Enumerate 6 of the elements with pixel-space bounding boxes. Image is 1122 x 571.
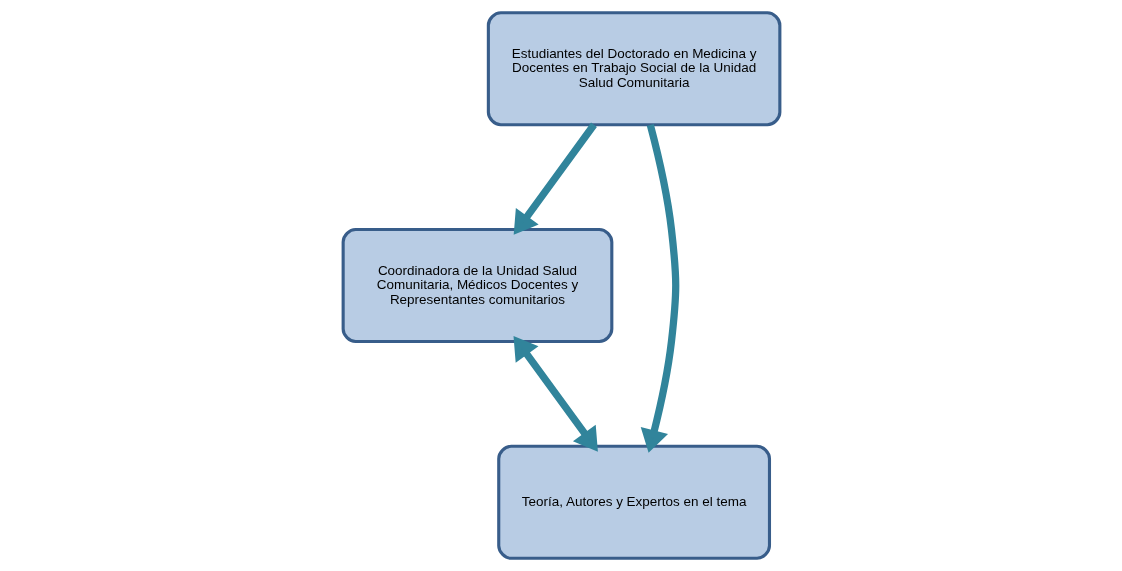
node-box: Estudiantes del Doctorado en Medicina y Docentes en Trabajo Social de la Unidad Salud Comunitaria <box>486 11 781 127</box>
arrow <box>513 335 598 452</box>
arrow <box>513 122 597 235</box>
node-box: Teoría, Autores y Expertos en el tema <box>496 444 771 560</box>
node-box: Coordinadora de la Unidad Salud Comunitaria, Médicos Docentes y Representantes comunitarios <box>341 227 613 344</box>
arrow <box>640 124 679 453</box>
